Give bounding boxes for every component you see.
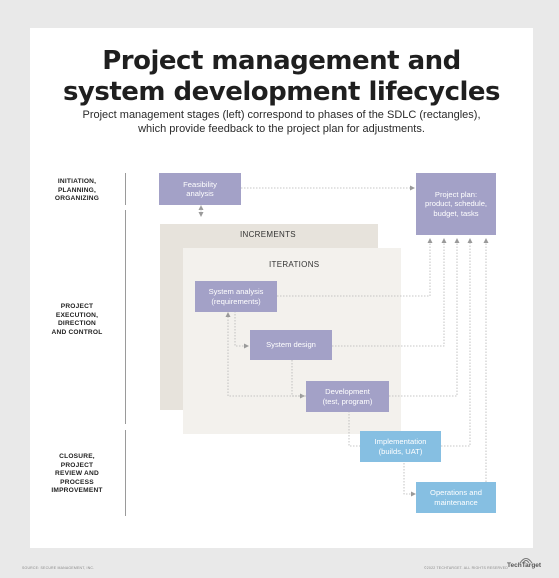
project-plan-line: Project plan: [434, 189, 478, 199]
feasibility-analysis-box: Feasibility analysis [159, 173, 241, 205]
stage-closure-line: CLOSURE, [59, 453, 95, 460]
stage-execution-line: DIRECTION [57, 320, 97, 328]
subtitle-line-1: Project management stages (left) corresp… [82, 109, 481, 121]
project-plan-line: product, schedule, [424, 199, 488, 209]
stage-closure-line: PROCESS [60, 478, 94, 486]
subtitle-line-2: which provide feedback to the project pl… [138, 123, 425, 135]
stage-closure-line: PROJECT [60, 461, 94, 469]
stage-execution-line: PROJECT [60, 303, 94, 310]
system-analysis-line: System analysis [208, 287, 264, 296]
brand-name: TechTarget [507, 562, 542, 569]
diagram-title: Project management and system developmen… [30, 46, 533, 108]
feasibility-line: Feasibility [183, 179, 217, 189]
techtarget-logo-icon [519, 558, 533, 564]
system-analysis-box: System analysis (requirements) [195, 281, 277, 312]
stage-closure-line: IMPROVEMENT [51, 487, 103, 495]
copyright-note: ©2022 TECHTARGET. ALL RIGHTS RESERVED [424, 566, 508, 570]
development-box: Development (test, program) [306, 381, 389, 412]
diagram-subtitle: Project management stages (left) corresp… [30, 108, 533, 136]
implementation-box: Implementation (builds, UAT) [360, 431, 441, 462]
operations-line: maintenance [434, 497, 478, 507]
stage-initiation-line: PLANNING, [57, 186, 97, 194]
stage-closure-line: REVIEW AND [55, 470, 99, 478]
stage-bracket-initiation [125, 173, 126, 205]
stage-initiation: INITIATION, PLANNING, ORGANIZING [32, 178, 122, 204]
stage-execution-line: AND CONTROL [51, 328, 103, 336]
title-line-2: system development lifecycles [62, 77, 501, 107]
operations-maintenance-box: Operations and maintenance [416, 482, 496, 513]
stage-execution: PROJECT EXECUTION, DIRECTION AND CONTROL [32, 303, 122, 337]
implementation-line: (builds, UAT) [378, 446, 423, 456]
stage-bracket-closure [125, 430, 126, 516]
stage-closure: CLOSURE, PROJECT REVIEW AND PROCESS IMPR… [32, 453, 122, 496]
connector-lines [198, 185, 489, 497]
project-plan-box: Project plan: product, schedule, budget,… [416, 173, 496, 235]
source-note: SOURCE: SECURE MANAGEMENT, INC. [22, 566, 95, 570]
system-analysis-line: (requirements) [211, 296, 261, 306]
system-design-box: System design [250, 330, 332, 360]
iterations-label: ITERATIONS [269, 260, 320, 269]
diagram-card: Project management and system developmen… [30, 28, 533, 548]
system-design-line: System design [266, 340, 316, 350]
stage-initiation-line: INITIATION, [57, 178, 97, 185]
stage-initiation-line: ORGANIZING [54, 195, 100, 203]
stage-bracket-execution [125, 210, 126, 424]
feasibility-line: analysis [186, 189, 214, 198]
development-line: Development [325, 387, 370, 396]
stage-execution-line: EXECUTION, [55, 311, 99, 319]
implementation-line: Implementation [374, 437, 427, 446]
project-plan-line: budget, tasks [433, 208, 479, 218]
development-line: (test, program) [322, 396, 373, 406]
increments-label: INCREMENTS [240, 230, 296, 239]
title-line-1: Project management and [102, 46, 461, 76]
operations-line: Operations and [430, 488, 482, 497]
